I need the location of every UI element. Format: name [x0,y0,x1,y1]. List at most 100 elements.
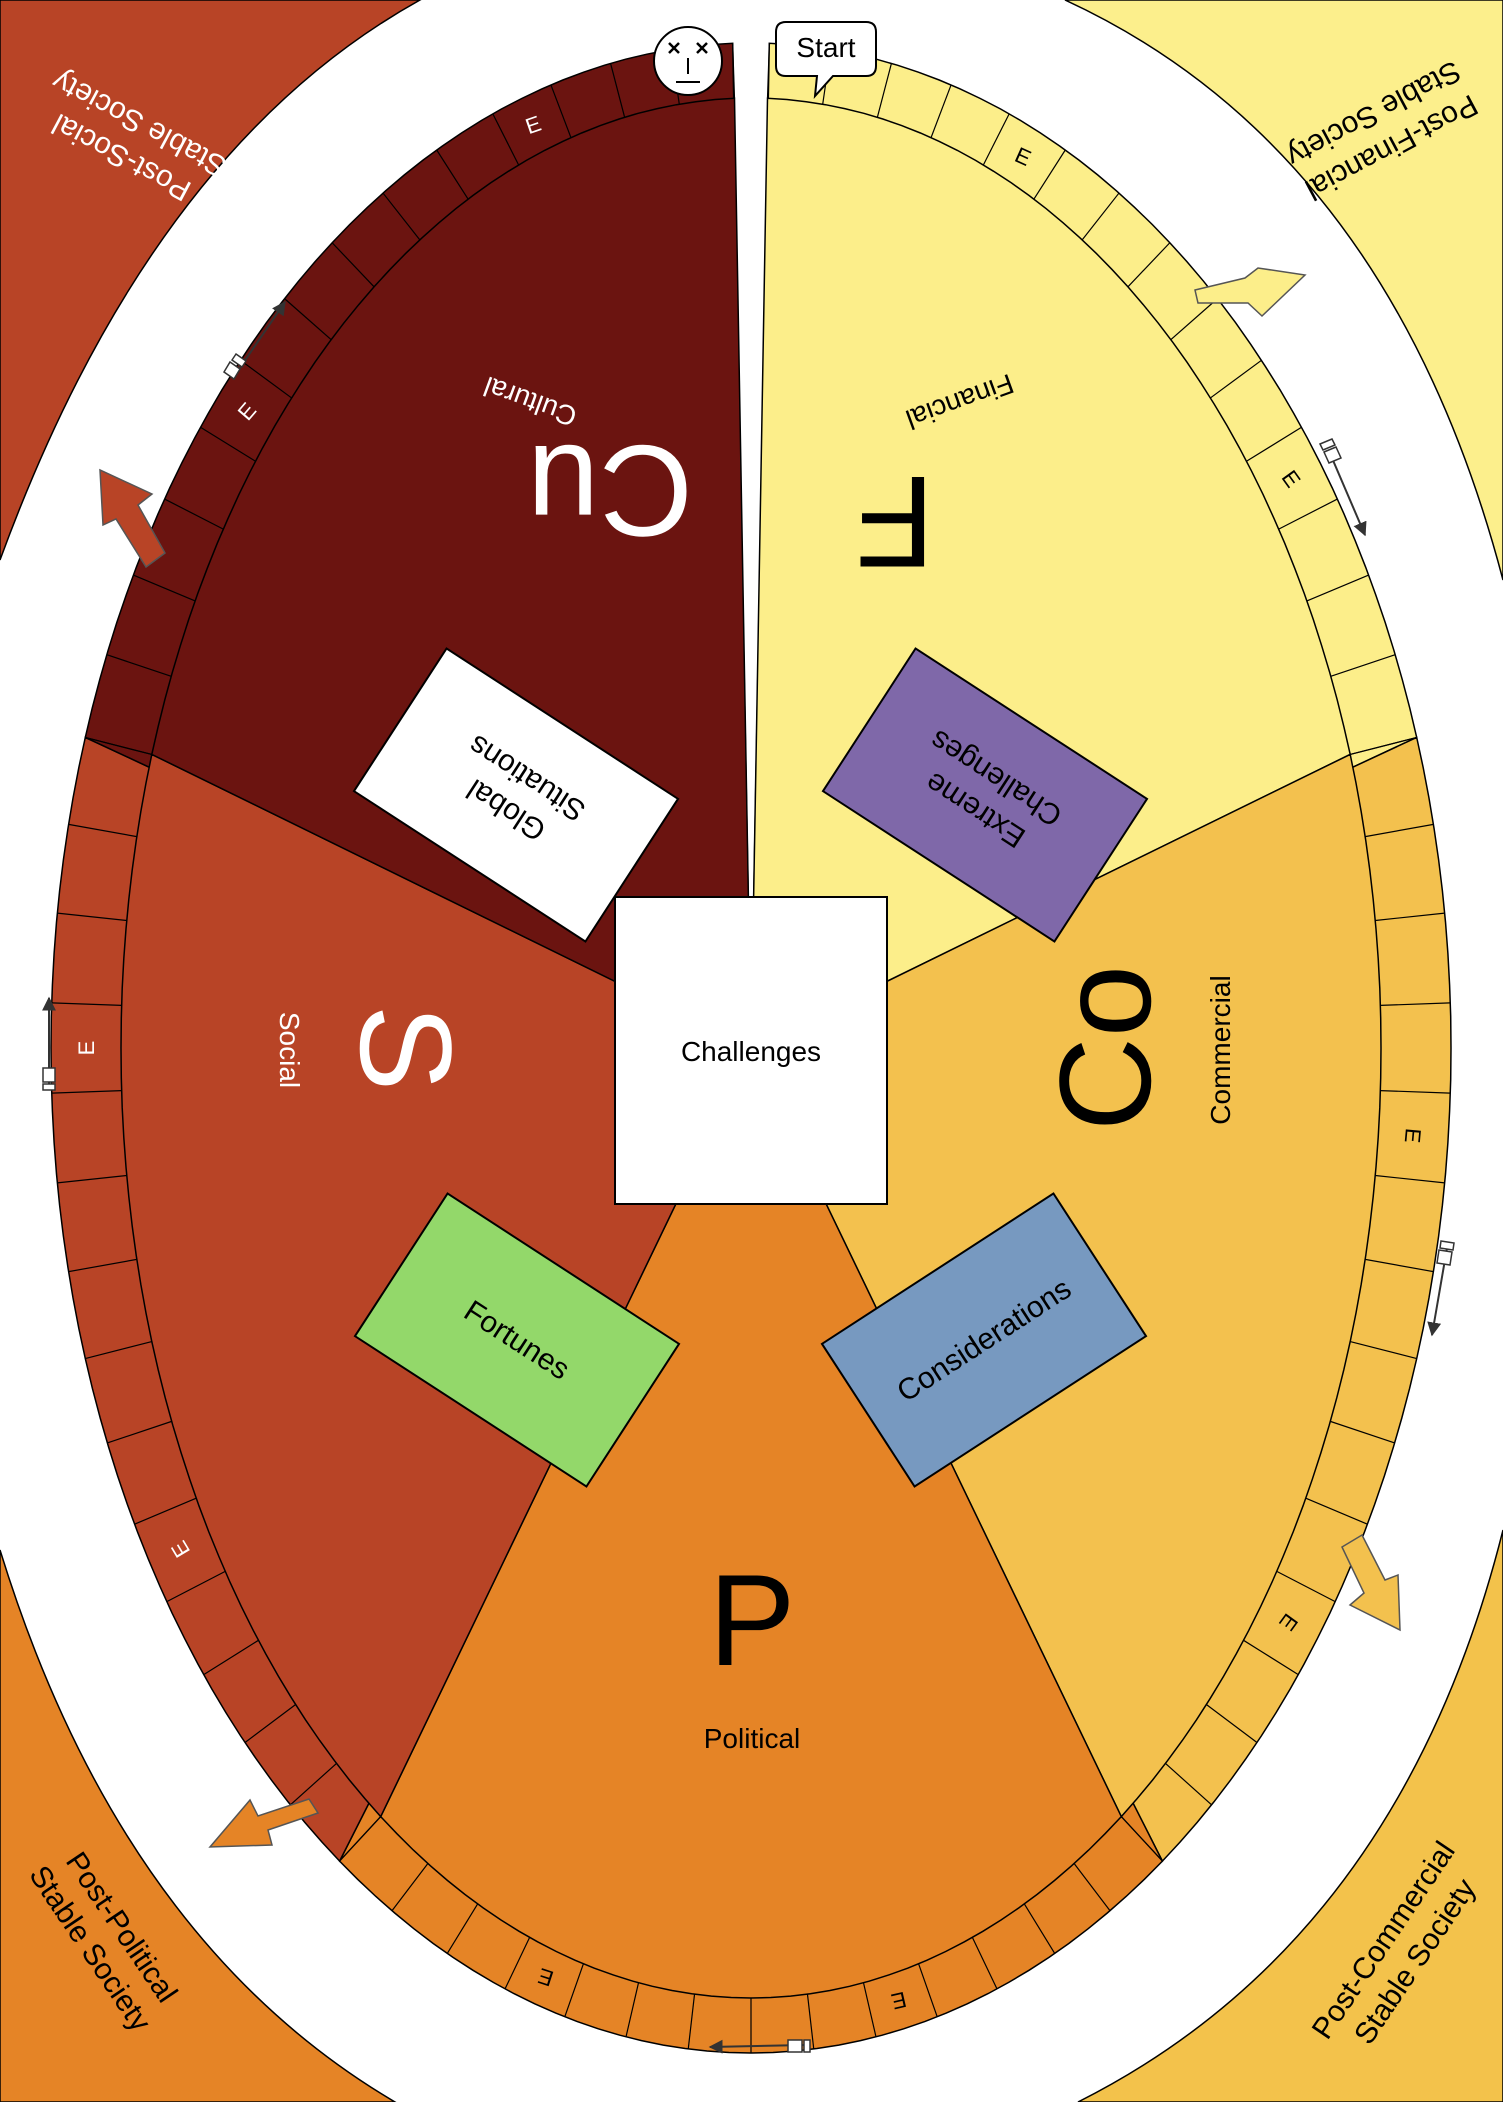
track-cell-divider [446,1903,479,1954]
arrow-fletching-icon [787,2039,811,2053]
challenges-deck[interactable]: Challenges [614,896,888,1205]
fortunes-deck[interactable]: Fortunes [353,1192,681,1488]
commercial-letter: Co [1032,965,1178,1131]
corner-post-commercial [1077,1529,1503,2102]
track-cell-divider [876,63,892,118]
commercial-name: Commercial [1205,975,1236,1124]
track-cell-divider [564,1963,584,2017]
track-cell-divider [1210,359,1262,399]
track-event-marker: E [889,1987,909,2015]
cultural-letter: Cu [527,418,693,564]
track-cell-divider [1380,1002,1451,1006]
track-cell-divider [687,1994,696,2050]
track-cell-divider [133,574,196,602]
track-cell-divider [200,426,256,462]
track-cell-divider [57,912,127,922]
track-cell-divider [1350,1340,1417,1360]
track-cell-divider [766,43,770,99]
track-cell-divider [1033,149,1066,200]
track-cell-divider [982,113,1010,166]
track-cell-divider [971,1937,998,1990]
track-cell-divider [166,1570,226,1603]
track-cell-divider [240,359,292,399]
dead-face-icon [653,26,723,96]
track-cell-divider [106,654,172,677]
extreme-challenges-deck[interactable]: Extreme Challenges [821,647,1149,943]
track-cell-divider [806,1994,815,2050]
track-cell-divider [203,1639,259,1676]
track-cell-divider [1375,1174,1445,1184]
track-cell-divider [1206,1704,1258,1743]
track-cell-divider [625,1982,640,2037]
track-cell-divider [436,149,469,200]
track-cell-divider [284,298,332,341]
track-cell-divider [85,736,152,756]
track-cell-divider [244,1704,296,1743]
track-cell-divider [339,1816,382,1862]
financial-letter: F [855,449,934,595]
track-cell-divider [1278,498,1338,530]
arrow-fletching-icon [1318,438,1343,464]
track-cell-divider [85,1340,152,1360]
track-cell-divider [1170,298,1218,341]
track-event-marker: E [535,1963,557,1991]
social-name: Social [274,1012,305,1088]
track-cell-divider [290,1762,337,1806]
global-situations-deck[interactable]: Global Situations [352,647,680,943]
track-cell-divider [391,1863,429,1912]
sector-political [379,1046,1123,1999]
track-cell-divider [164,498,224,530]
arrow-to-post-political-icon [208,1798,320,1848]
track-cell-divider [1330,1420,1395,1444]
corner-post-political [0,1549,397,2102]
track-cell-divider [1023,1903,1056,1954]
track-cell-divider [107,1420,172,1444]
track-cell-divider [1073,1863,1111,1912]
track-cell-divider [1365,823,1434,838]
track-cell-divider [930,84,952,138]
arrow-fletching-icon [222,352,248,381]
track-cell-divider [1365,1258,1434,1273]
track-cell-divider [862,1982,877,2037]
arrow-fletching-icon [1436,1240,1455,1266]
considerations-deck[interactable]: Considerations [820,1192,1148,1488]
track-event-marker: E [74,1041,99,1056]
track-cell-divider [68,823,137,838]
track-cell-divider [331,242,375,288]
track-cell-divider [68,1258,137,1273]
arrow-to-post-commercial-icon [1341,1533,1401,1632]
track-cell-divider [1350,736,1417,756]
track-cell-divider [1330,654,1396,677]
political-name: Political [704,1723,800,1754]
track-cell-divider [610,63,626,118]
direction-arrow-icon [1331,457,1367,537]
track-cell-divider [1380,1090,1451,1094]
track-cell-divider [382,192,421,241]
challenges-label: Challenges [681,1036,821,1067]
track-cell-divider [550,84,572,138]
track-cell-divider [918,1963,938,2017]
track-cell-divider [1165,1762,1212,1806]
track-cell-divider [1243,1639,1299,1676]
track-cell-divider [1375,912,1445,922]
track-event-marker: E [1400,1127,1426,1144]
track-cell-divider [1127,242,1171,288]
start-label: Start [796,32,855,63]
corner-post-social [0,0,422,561]
track-cell-divider [1305,1497,1368,1525]
track-cell-divider [1306,574,1369,602]
track-cell-divider [1276,1570,1336,1603]
start-bubble[interactable]: Start [775,21,877,99]
track-cell-divider [1120,1816,1163,1862]
track-cell-divider [732,43,736,99]
arrow-fletching-icon [42,1067,56,1091]
social-letter: S [333,1005,479,1092]
track-cell-divider [492,113,520,166]
arrow-to-post-financial-icon [1194,267,1307,318]
track-cell-divider [504,1937,531,1990]
track-cell-divider [1246,426,1302,462]
arrow-to-post-social-icon [99,468,166,569]
track-cell-divider [57,1174,127,1184]
track-cell-divider [1081,192,1120,241]
